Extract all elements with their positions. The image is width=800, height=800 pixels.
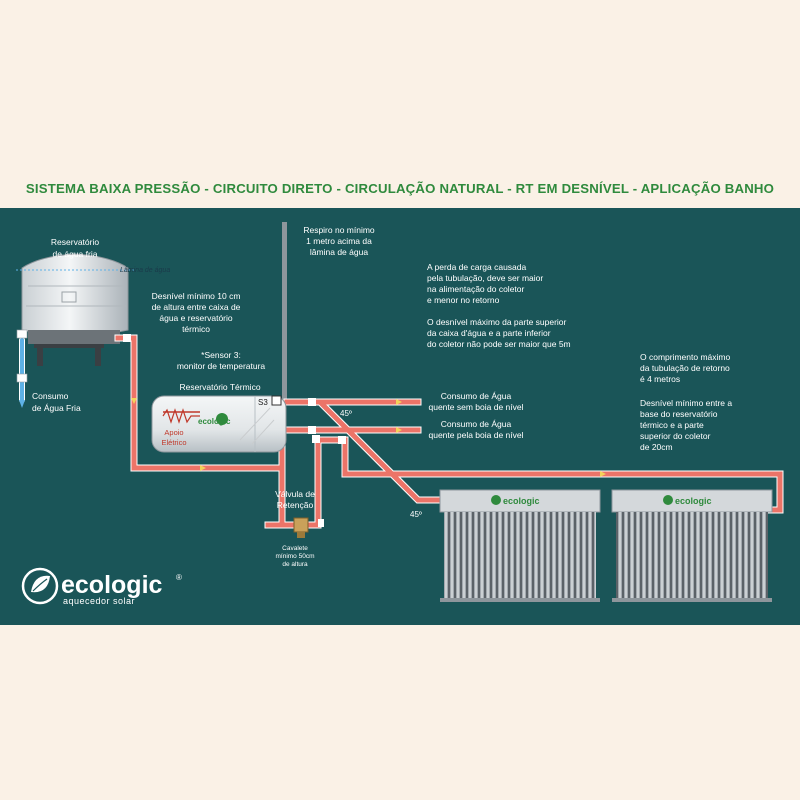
label-max-height-3: do coletor não pode ser maior que 5m <box>427 339 571 349</box>
brand-tagline: aquecedor solar <box>63 596 135 606</box>
check-valve-icon <box>293 517 309 538</box>
label-water-level: Lâmina de água <box>120 267 170 274</box>
cold-water-faucet-icon <box>16 373 28 383</box>
label-pressure-loss-4: e menor no retorno <box>427 295 500 305</box>
solar-collector-2 <box>611 489 773 602</box>
label-max-height-2: da caixa d'água e a parte inferior <box>427 328 551 338</box>
ecologic-leaf-icon <box>21 567 59 605</box>
label-stand-2: mínimo 50cm <box>275 553 314 560</box>
label-reservoir-line-2: de água fria <box>53 249 98 259</box>
label-pressure-loss-3: na alimentação do coletor <box>427 284 525 294</box>
label-stand-3: de altura <box>282 561 308 568</box>
label-pressure-loss-2: pela tubulação, deve ser maior <box>427 273 543 283</box>
label-stand-1: Cavalete <box>282 545 308 552</box>
label-check-valve-1: Válvula de <box>275 489 315 499</box>
label-max-return-length-2: da tubulação de retorno <box>640 363 730 373</box>
supply-pipes <box>114 334 784 529</box>
label-vent-line-1: Respiro no mínimo <box>303 225 375 235</box>
cold-water-pipe <box>16 329 28 408</box>
label-min-collector-height-5: de 20cm <box>640 442 673 452</box>
label-electric-backup-2: Elétrico <box>161 438 186 447</box>
label-max-return-length-3: é 4 metros <box>640 374 680 384</box>
label-hot-no-float-2: quente sem boia de nível <box>429 402 524 412</box>
label-reservoir-line-1: Reservatório <box>51 237 99 247</box>
label-hot-float-2: quente pela boia de nível <box>429 430 524 440</box>
thermal-reservoir <box>151 395 287 453</box>
sensor-icon <box>271 395 282 406</box>
label-check-valve-2: Retenção <box>277 500 314 510</box>
vent-pipe <box>282 222 287 400</box>
label-s3: S3 <box>258 398 268 407</box>
label-cold-consumption-line-2: de Água Fria <box>32 403 81 413</box>
label-min-collector-height-3: térmico e a parte <box>640 420 704 430</box>
label-min-collector-height-4: superior do coletor <box>640 431 711 441</box>
label-vent-line-2: 1 metro acima da <box>306 236 372 246</box>
brand-name: ecologic <box>61 571 163 599</box>
tank-leaf-icon <box>216 413 228 425</box>
label-min-height-4: térmico <box>182 324 210 334</box>
label-min-height-3: água e reservatório <box>159 313 233 323</box>
title-bar <box>0 174 800 208</box>
label-cold-consumption-line-1: Consumo <box>32 391 69 401</box>
label-angle-45-bottom: 45º <box>410 510 422 519</box>
label-pressure-loss-1: A perda de carga causada <box>427 262 527 272</box>
label-max-height-1: O desnível máximo da parte superior <box>427 317 567 327</box>
label-min-collector-height-1: Desnível mínimo entre a <box>640 398 732 408</box>
label-angle-45-top: 45º <box>340 409 352 418</box>
diagram-title: SISTEMA BAIXA PRESSÃO - CIRCUITO DIRETO … <box>25 181 775 196</box>
label-thermal-reservoir: Reservatório Térmico <box>179 382 260 392</box>
label-electric-backup-1: Apoio <box>164 428 183 437</box>
collector-2-brand: ecologic <box>675 496 712 506</box>
label-min-collector-height-2: base do reservatório <box>640 409 718 419</box>
cold-water-reservoir <box>16 253 134 366</box>
cold-water-valve-icon <box>16 329 28 339</box>
label-sensor-line-1: *Sensor 3: <box>201 350 241 360</box>
tank-brand: ecologic <box>198 417 231 426</box>
solar-collector-1 <box>439 489 601 602</box>
brand-registered: ® <box>176 573 182 582</box>
collector-1-brand: ecologic <box>503 496 540 506</box>
label-vent-line-3: lâmina de água <box>310 247 368 257</box>
collector-1-leaf-icon <box>491 495 501 505</box>
label-min-height-2: de altura entre caixa de <box>152 302 241 312</box>
collector-2-leaf-icon <box>663 495 673 505</box>
label-sensor-line-2: monitor de temperatura <box>177 361 266 371</box>
label-hot-float-1: Consumo de Água <box>441 419 512 429</box>
label-min-height-1: Desnível mínimo 10 cm <box>152 291 241 301</box>
label-hot-no-float-1: Consumo de Água <box>441 391 512 401</box>
heating-coil-icon <box>162 408 200 424</box>
label-max-return-length-1: O comprimento máximo <box>640 352 730 362</box>
